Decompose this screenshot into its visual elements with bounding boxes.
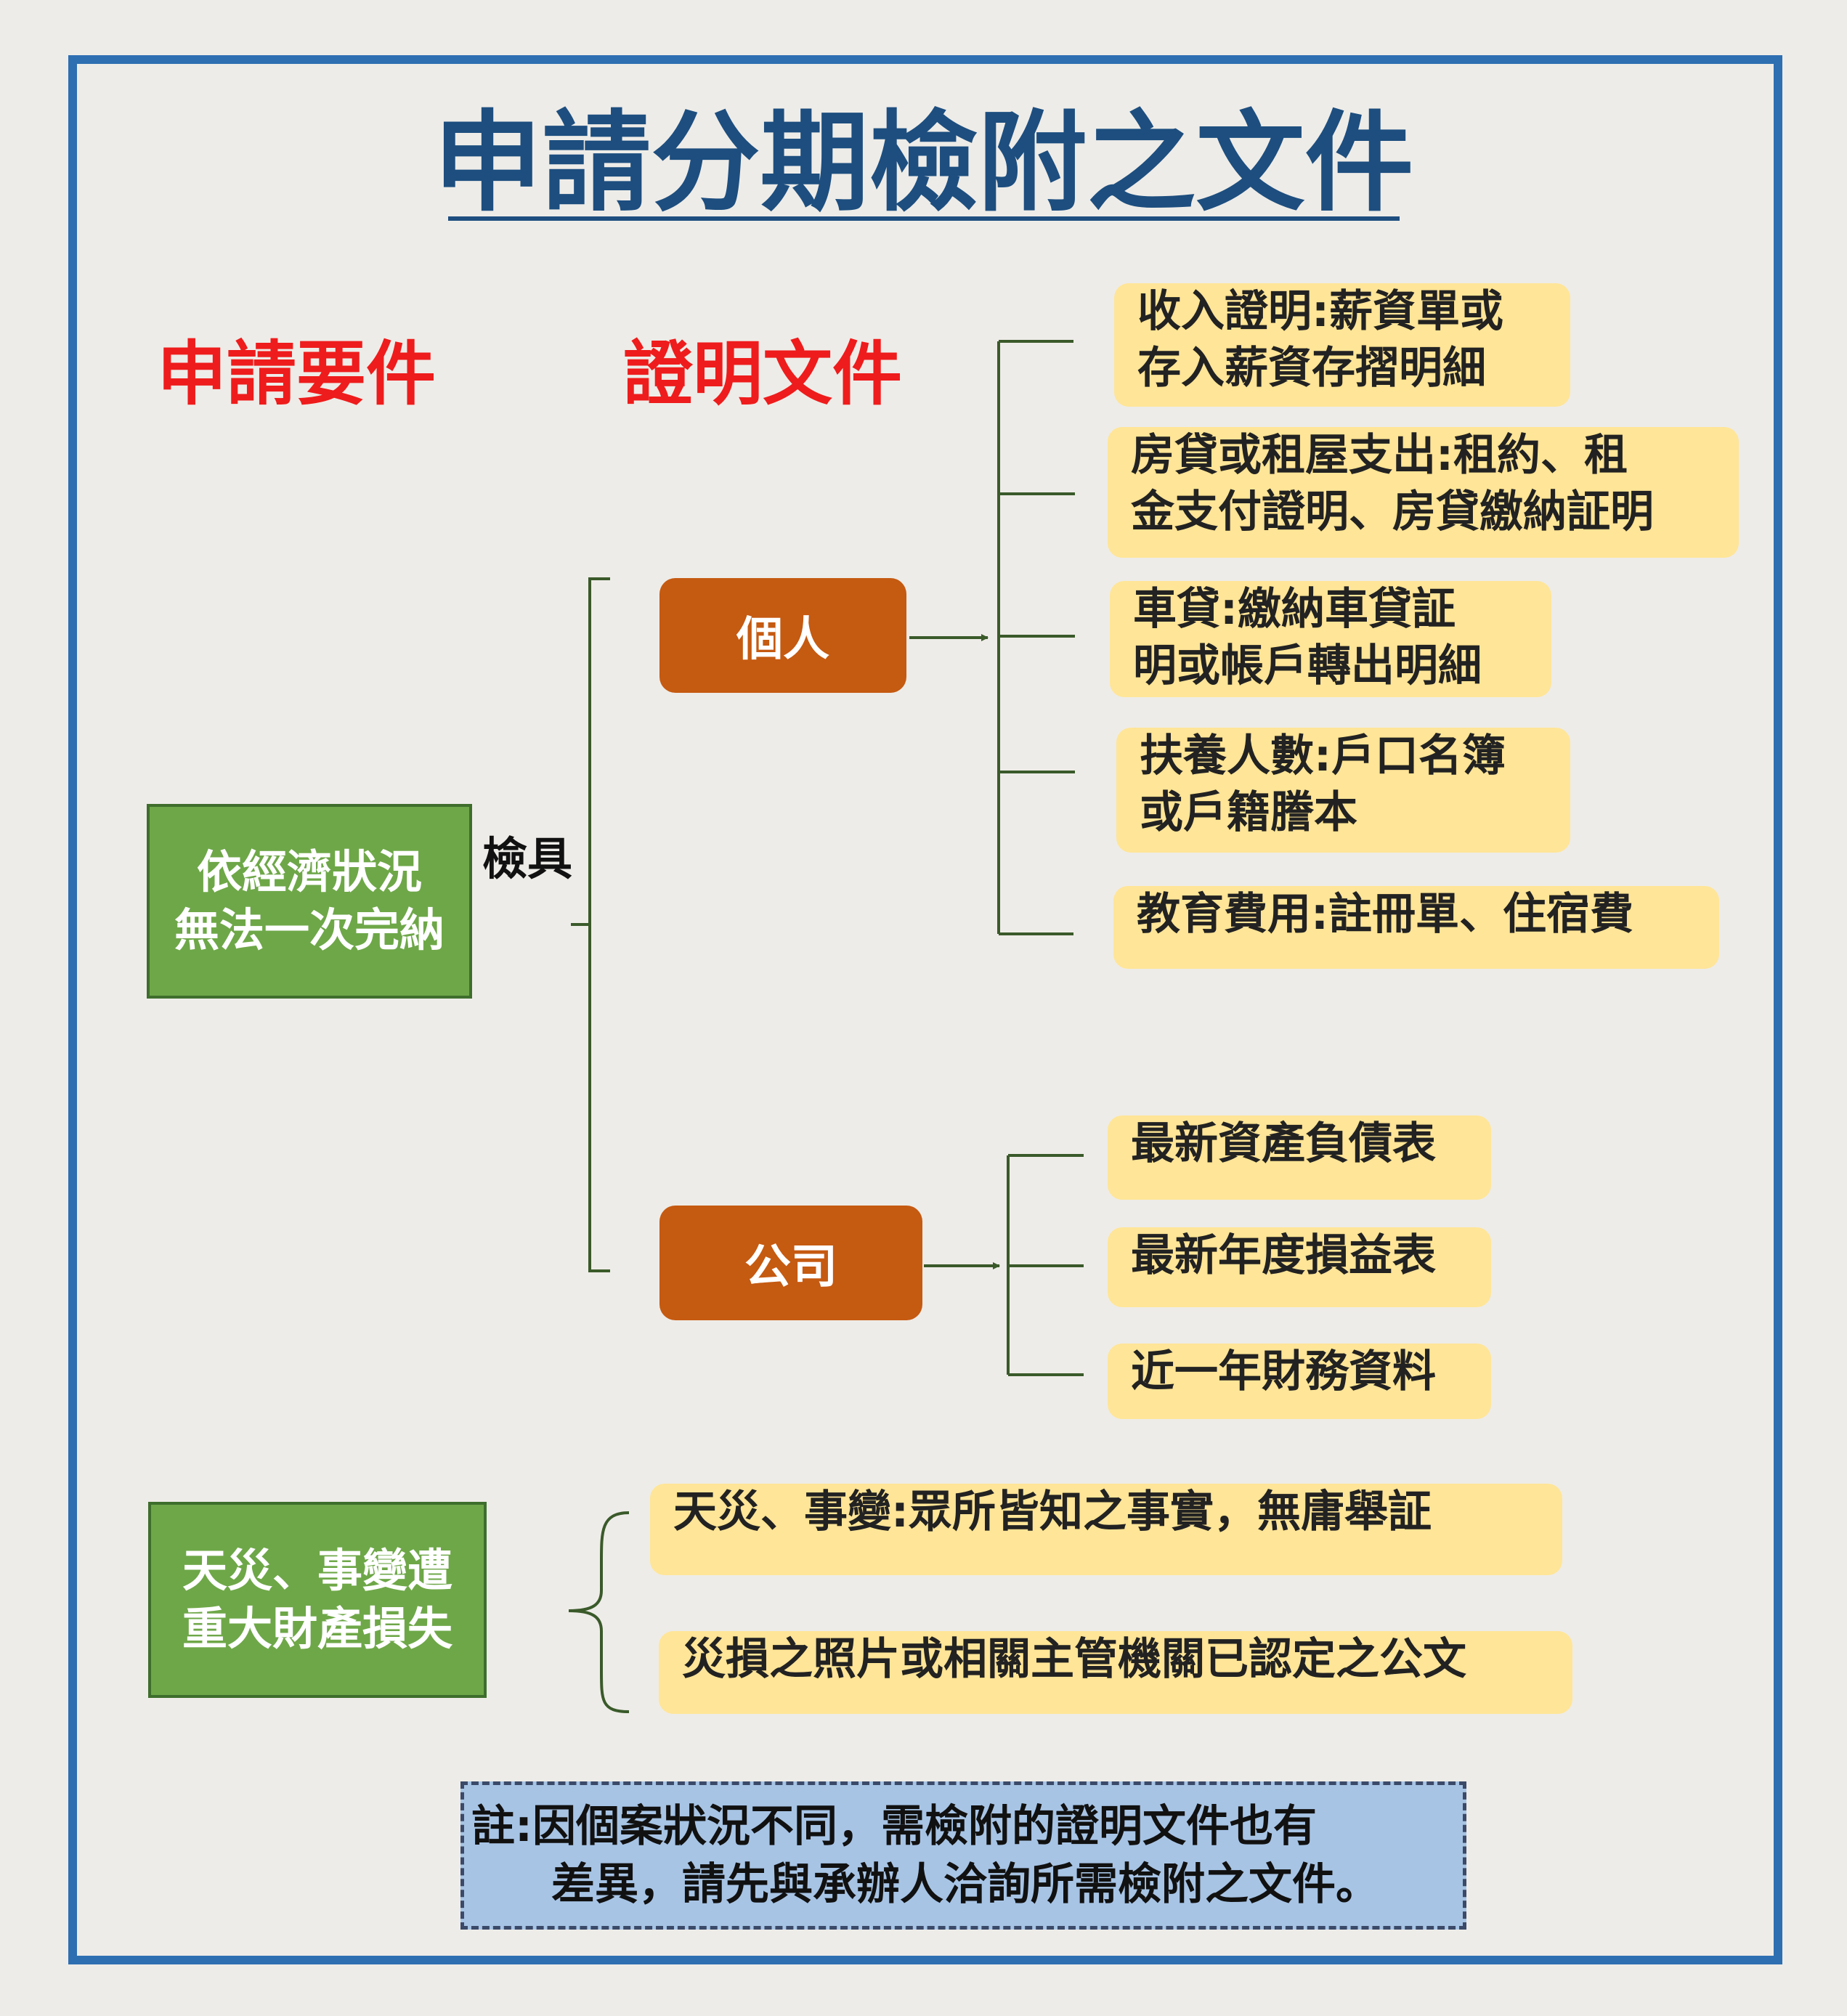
- condition-economic-line2: 無法一次完納: [174, 903, 445, 956]
- personal-doc-housing-line1: 房貸或租屋支出:租約、租: [1131, 430, 1628, 481]
- condition-disaster: 天災、事變遭 重大財產損失: [148, 1502, 487, 1698]
- outer-frame: [68, 55, 1782, 1964]
- personal-doc-education-line1: 教育費用:註冊單、住宿費: [1137, 889, 1633, 940]
- company-doc-income-statement-text: 最新年度損益表: [1131, 1230, 1436, 1281]
- personal-doc-dependents-line2: 或戶籍謄本: [1140, 787, 1357, 838]
- company-doc-income-statement: 最新年度損益表: [1108, 1227, 1491, 1307]
- personal-doc-car-loan-line1: 車貸:繳納車貸証: [1133, 584, 1456, 635]
- disaster-doc-public-fact: 天災、事變:眾所皆知之事實，無庸舉証: [650, 1484, 1562, 1575]
- personal-doc-income-line2: 存入薪資存摺明細: [1137, 343, 1486, 394]
- disaster-brace: [568, 1511, 630, 1713]
- page-title: 申請分期檢附之文件: [433, 100, 1414, 227]
- company-doc-financial-data-text: 近一年財務資料: [1131, 1346, 1436, 1397]
- title-underline: [448, 216, 1400, 221]
- personal-doc-education: 教育費用:註冊單、住宿費: [1113, 886, 1719, 969]
- disaster-doc-public-fact-text: 天災、事變:眾所皆知之事實，無庸舉証: [673, 1487, 1432, 1537]
- personal-doc-dependents: 扶養人數:戶口名簿 或戶籍謄本: [1116, 728, 1570, 853]
- company-doc-financial-data: 近一年財務資料: [1108, 1344, 1491, 1419]
- personal-doc-income: 收入證明:薪資單或 存入薪資存摺明細: [1114, 283, 1570, 407]
- disaster-doc-photos-text: 災損之照片或相關主管機關已認定之公文: [682, 1634, 1466, 1685]
- condition-economic: 依經濟狀況 無法一次完納: [147, 804, 472, 999]
- connector-label: 檢具: [482, 832, 573, 885]
- category-personal: 個人: [659, 578, 906, 693]
- personal-doc-dependents-line1: 扶養人數:戶口名簿: [1140, 731, 1506, 781]
- condition-disaster-line1: 天災、事變遭: [182, 1544, 452, 1597]
- personal-doc-housing: 房貸或租屋支出:租約、租 金支付證明、房貸繳納証明: [1108, 427, 1739, 558]
- company-doc-balance-sheet-text: 最新資產負債表: [1131, 1118, 1436, 1169]
- category-company: 公司: [659, 1206, 922, 1320]
- main-bracket: [588, 577, 610, 1272]
- note-line1: 註:因個案狀況不同，需檢附的證明文件也有: [471, 1801, 1317, 1852]
- header-documents: 證明文件: [623, 333, 902, 415]
- personal-doc-income-line1: 收入證明:薪資單或: [1137, 286, 1503, 337]
- note-line2: 差異，請先與承辦人洽詢所需檢附之文件。: [551, 1859, 1379, 1910]
- condition-economic-line1: 依經濟狀況: [196, 845, 422, 898]
- disaster-doc-photos: 災損之照片或相關主管機關已認定之公文: [659, 1631, 1572, 1714]
- personal-doc-housing-line2: 金支付證明、房貸繳納証明: [1131, 487, 1654, 537]
- header-requirements: 申請要件: [157, 333, 436, 415]
- personal-doc-car-loan-line2: 明或帳戶轉出明細: [1133, 641, 1482, 691]
- company-doc-balance-sheet: 最新資產負債表: [1108, 1115, 1491, 1200]
- personal-doc-car-loan: 車貸:繳納車貸証 明或帳戶轉出明細: [1110, 581, 1551, 697]
- note-box: 註:因個案狀況不同，需檢附的證明文件也有 差異，請先與承辦人洽詢所需檢附之文件。: [460, 1781, 1466, 1930]
- condition-disaster-line2: 重大財產損失: [182, 1602, 452, 1655]
